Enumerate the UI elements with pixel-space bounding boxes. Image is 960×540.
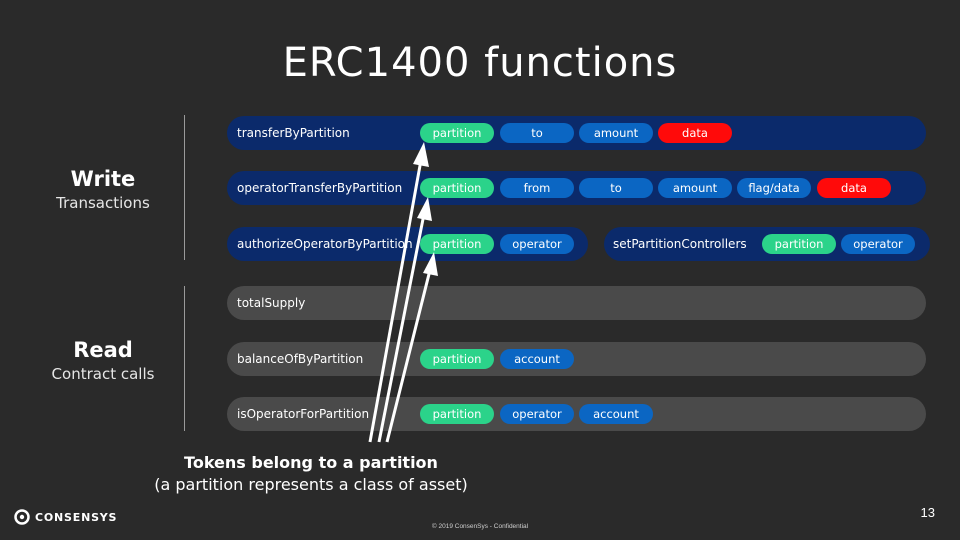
param-operator: operator [500, 234, 574, 254]
function-bar-set-partition-controllers: setPartitionControllers partition operat… [604, 227, 930, 261]
function-bar-transfer-by-partition: transferByPartition partition to amount … [227, 116, 926, 150]
function-name: balanceOfByPartition [237, 352, 364, 366]
param-partition: partition [762, 234, 836, 254]
param-data: data [658, 123, 732, 143]
param-partition: partition [420, 234, 494, 254]
param-to: to [500, 123, 574, 143]
function-name: operatorTransferByPartition [237, 181, 403, 195]
function-bar-operator-transfer-by-partition: operatorTransferByPartition partition fr… [227, 171, 926, 205]
arrow-to-transfer-partition [368, 142, 429, 443]
param-amount: amount [579, 123, 653, 143]
function-name: setPartitionControllers [613, 237, 747, 251]
page-number: 13 [920, 505, 935, 520]
footer-confidential: © 2019 ConsenSys - Confidential [431, 523, 529, 530]
param-account: account [579, 404, 653, 424]
write-section-subtitle: Transactions [56, 194, 150, 212]
consensys-logo-icon [14, 509, 30, 525]
param-data: data [817, 178, 891, 198]
write-section-heading: Write [70, 167, 136, 191]
param-amount: amount [658, 178, 732, 198]
function-bar-total-supply: totalSupply [227, 286, 926, 320]
consensys-logo-text: CONSENSYS [35, 510, 118, 524]
arrow-to-operator-transfer-partition [377, 197, 432, 443]
caption-heading: Tokens belong to a partition [184, 453, 438, 472]
read-section-heading: Read [73, 338, 133, 362]
function-name: transferByPartition [237, 126, 350, 140]
param-account: account [500, 349, 574, 369]
param-partition: partition [420, 404, 494, 424]
function-name: authorizeOperatorByPartition [237, 237, 413, 251]
param-partition: partition [420, 349, 494, 369]
consensys-logo: CONSENSYS [14, 509, 117, 525]
param-to: to [579, 178, 653, 198]
param-from: from [500, 178, 574, 198]
read-section-divider [184, 286, 185, 431]
write-section-divider [184, 115, 185, 260]
param-operator: operator [500, 404, 574, 424]
function-name: isOperatorForPartition [237, 407, 370, 421]
param-partition: partition [420, 178, 494, 198]
function-name: totalSupply [237, 296, 306, 310]
param-flag-data: flag/data [737, 178, 811, 198]
function-bar-balance-of-by-partition: balanceOfByPartition partition account [227, 342, 926, 376]
slide-title: ERC1400 functions [282, 40, 678, 86]
param-operator: operator [841, 234, 915, 254]
caption-subtext: (a partition represents a class of asset… [154, 475, 468, 494]
function-bar-is-operator-for-partition: isOperatorForPartition partition operato… [227, 397, 926, 431]
arrow-to-authorize-partition [385, 252, 438, 443]
param-partition: partition [420, 123, 494, 143]
read-section-subtitle: Contract calls [51, 365, 155, 383]
